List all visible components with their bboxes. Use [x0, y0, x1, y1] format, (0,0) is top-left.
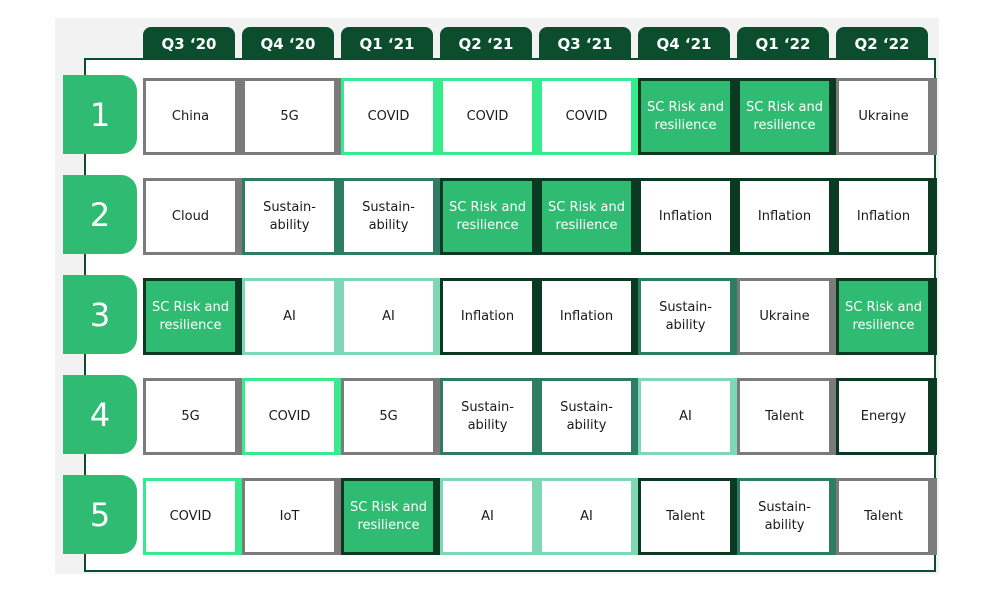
topic-label: Sustain- ability	[758, 499, 811, 533]
topic-cell: AI	[638, 378, 739, 455]
topic-label: Energy	[860, 408, 907, 424]
topic-cell: AI	[539, 478, 640, 555]
topic-label: Cloud	[171, 208, 210, 224]
topic-cell: Energy	[836, 378, 937, 455]
topic-label: Sustain- ability	[461, 399, 514, 433]
topic-label: AI	[679, 408, 692, 424]
topic-cell: Sustain- ability	[242, 178, 343, 255]
topic-label: 5G	[379, 408, 398, 424]
quarter-tab: Q2 ‘22	[836, 27, 928, 60]
topic-cell: Talent	[737, 378, 838, 455]
topic-label: Sustain- ability	[362, 199, 415, 233]
topic-cell: AI	[242, 278, 343, 355]
topic-cell: 5G	[242, 78, 343, 155]
topic-label: COVID	[367, 108, 410, 124]
topic-cell: SC Risk and resilience	[836, 278, 937, 355]
topic-label: SC Risk and resilience	[746, 99, 823, 133]
topic-cell: 5G	[143, 378, 244, 455]
topic-cell: AI	[341, 278, 442, 355]
topic-label: COVID	[268, 408, 311, 424]
topic-cell: Inflation	[638, 178, 739, 255]
topic-cell: SC Risk and resilience	[143, 278, 244, 355]
topic-label: COVID	[169, 508, 212, 524]
topic-cell: Inflation	[440, 278, 541, 355]
topic-cell: Sustain- ability	[440, 378, 541, 455]
topic-cell: Talent	[836, 478, 937, 555]
topic-label: Inflation	[757, 208, 812, 224]
topic-cell: SC Risk and resilience	[440, 178, 541, 255]
topic-cell: SC Risk and resilience	[638, 78, 739, 155]
topic-cell: China	[143, 78, 244, 155]
rank-label: 4	[63, 375, 137, 454]
quarter-tab: Q1 ‘22	[737, 27, 829, 60]
topic-label: Talent	[864, 508, 903, 524]
topic-label: AI	[283, 308, 296, 324]
quarter-tab: Q3 ‘21	[539, 27, 631, 60]
topic-cell: IoT	[242, 478, 343, 555]
topic-label: AI	[481, 508, 494, 524]
topic-cell: Sustain- ability	[341, 178, 442, 255]
rank-label: 5	[63, 475, 137, 554]
topic-cell: Sustain- ability	[737, 478, 838, 555]
topic-cell: Inflation	[836, 178, 937, 255]
quarter-tab: Q4 ‘21	[638, 27, 730, 60]
topic-cell: 5G	[341, 378, 442, 455]
topic-cell: SC Risk and resilience	[341, 478, 442, 555]
topic-label: Ukraine	[759, 308, 810, 324]
quarter-tab: Q3 ‘20	[143, 27, 235, 60]
topic-label: China	[171, 108, 210, 124]
topic-cell: Cloud	[143, 178, 244, 255]
topic-label: SC Risk and resilience	[548, 199, 625, 233]
topic-label: 5G	[181, 408, 200, 424]
topic-cell: COVID	[242, 378, 343, 455]
topic-label: Inflation	[658, 208, 713, 224]
topic-cell: COVID	[143, 478, 244, 555]
topic-label: COVID	[565, 108, 608, 124]
topic-cell: Inflation	[539, 278, 640, 355]
rank-label: 1	[63, 75, 137, 154]
topic-cell: AI	[440, 478, 541, 555]
topic-label: SC Risk and resilience	[152, 299, 229, 333]
topic-cell: Sustain- ability	[638, 278, 739, 355]
rank-label: 2	[63, 175, 137, 254]
topic-cell: Ukraine	[836, 78, 937, 155]
topic-label: SC Risk and resilience	[845, 299, 922, 333]
topic-cell: Inflation	[737, 178, 838, 255]
topic-label: SC Risk and resilience	[350, 499, 427, 533]
topic-cell: Ukraine	[737, 278, 838, 355]
topic-label: SC Risk and resilience	[449, 199, 526, 233]
topic-cell: Talent	[638, 478, 739, 555]
topic-label: Inflation	[856, 208, 911, 224]
topic-label: Talent	[765, 408, 804, 424]
topic-label: Sustain- ability	[263, 199, 316, 233]
topic-label: IoT	[279, 508, 300, 524]
topic-label: Ukraine	[858, 108, 909, 124]
topic-cell: SC Risk and resilience	[737, 78, 838, 155]
topic-cell: COVID	[341, 78, 442, 155]
rank-label: 3	[63, 275, 137, 354]
topic-label: Inflation	[559, 308, 614, 324]
topic-cell: Sustain- ability	[539, 378, 640, 455]
topic-label: SC Risk and resilience	[647, 99, 724, 133]
topic-label: COVID	[466, 108, 509, 124]
topic-label: 5G	[280, 108, 299, 124]
quarter-tab: Q1 ‘21	[341, 27, 433, 60]
topic-cell: SC Risk and resilience	[539, 178, 640, 255]
topic-label: Sustain- ability	[560, 399, 613, 433]
topic-cell: COVID	[440, 78, 541, 155]
topic-cell: COVID	[539, 78, 640, 155]
topic-label: Talent	[666, 508, 705, 524]
topic-label: AI	[580, 508, 593, 524]
topic-label: Inflation	[460, 308, 515, 324]
topic-label: AI	[382, 308, 395, 324]
quarter-tab: Q2 ‘21	[440, 27, 532, 60]
quarter-tab: Q4 ‘20	[242, 27, 334, 60]
topic-label: Sustain- ability	[659, 299, 712, 333]
